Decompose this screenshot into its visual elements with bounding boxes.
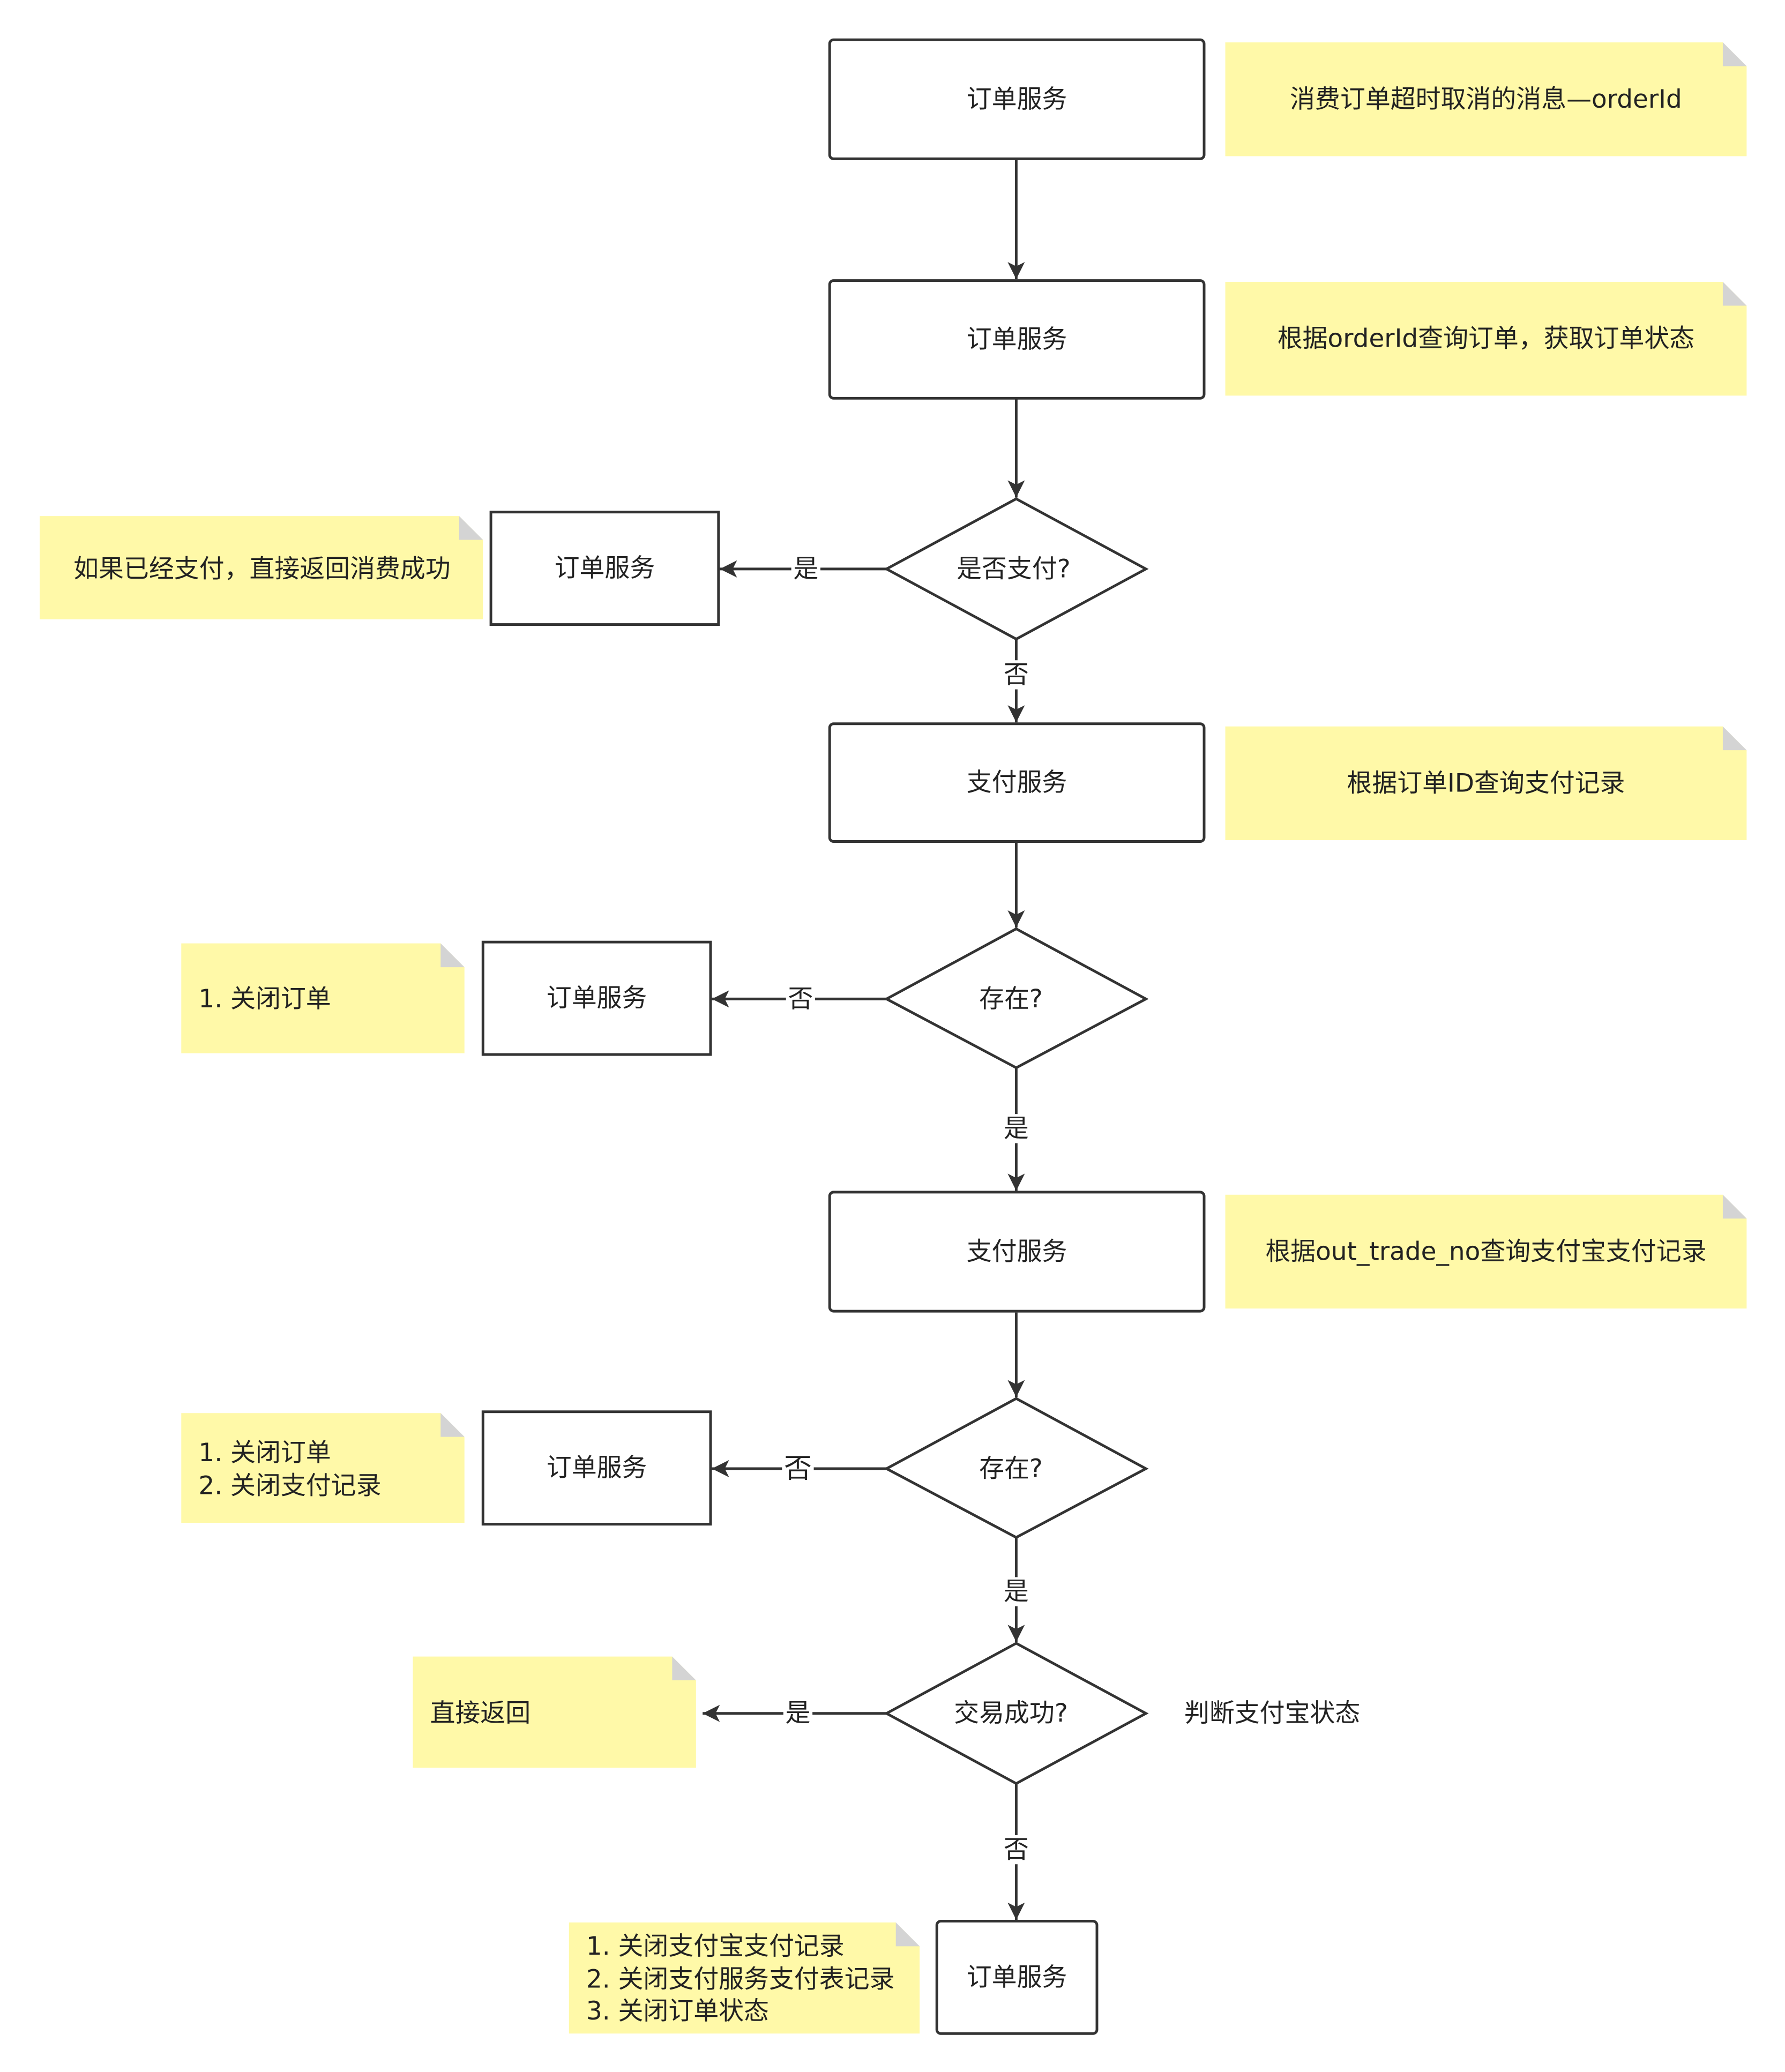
edge-label-paid-yes: 是 — [793, 554, 818, 584]
edge-label-success-yes: 是 — [785, 1699, 810, 1728]
node-payment-service-2: 支付服务 — [828, 1191, 1206, 1313]
edge-label-paid-no: 否 — [1004, 660, 1029, 690]
decision-trade-success: 交易成功? — [884, 1642, 1149, 1785]
edge-label-exists1-no: 否 — [788, 984, 813, 1014]
decision-label: 存在? — [979, 1454, 1043, 1483]
note-text: 消费订单超时取消的消息—orderId — [1290, 85, 1682, 114]
edge-label-exists2-yes: 是 — [1004, 1577, 1029, 1606]
node-label: 订单服务 — [547, 1453, 647, 1483]
node-label: 支付服务 — [967, 1237, 1067, 1266]
note-text: 1. 关闭订单 — [198, 984, 331, 1014]
node-label: 订单服务 — [967, 1963, 1067, 1992]
node-order-service-paid: 订单服务 — [489, 511, 720, 626]
decision-paid: 是否支付? — [884, 497, 1149, 641]
note-text: 如果已经支付，直接返回消费成功 — [73, 554, 451, 584]
note-close-all: 1. 关闭支付宝支付记录 2. 关闭支付服务支付表记录 3. 关闭订单状态 — [569, 1922, 920, 2034]
edge-label-exists1-yes: 是 — [1004, 1114, 1029, 1143]
node-label: 订单服务 — [967, 85, 1067, 114]
edge-label-success-no: 否 — [1004, 1835, 1029, 1865]
note-text-line: 1. 关闭订单 — [198, 1438, 331, 1468]
note-text: 根据orderId查询订单，获取订单状态 — [1278, 324, 1694, 354]
note-text: 根据out_trade_no查询支付宝支付记录 — [1265, 1237, 1706, 1266]
note-close-order-1: 1. 关闭订单 — [181, 943, 465, 1053]
edge-label-exists2-no: 否 — [784, 1453, 812, 1485]
node-order-service-not-exists-1: 订单服务 — [481, 940, 712, 1056]
note-consume-message: 消费订单超时取消的消息—orderId — [1225, 42, 1747, 156]
note-close-order-2: 1. 关闭订单 2. 关闭支付记录 — [181, 1413, 465, 1523]
note-query-alipay-record: 根据out_trade_no查询支付宝支付记录 — [1225, 1194, 1747, 1309]
note-text-line: 1. 关闭支付宝支付记录 — [586, 1932, 845, 1961]
node-label: 订单服务 — [547, 984, 647, 1013]
note-text-line: 2. 关闭支付记录 — [198, 1471, 381, 1501]
node-label: 订单服务 — [555, 553, 655, 583]
node-label: 支付服务 — [967, 768, 1067, 797]
node-order-service-2: 订单服务 — [828, 279, 1206, 400]
decision-exists-2: 存在? — [884, 1397, 1149, 1539]
note-text-line: 2. 关闭支付服务支付表记录 — [586, 1965, 895, 1994]
node-order-service-final: 订单服务 — [935, 1919, 1099, 2035]
decision-exists-1: 存在? — [884, 927, 1149, 1069]
note-return-directly: 直接返回 — [413, 1656, 696, 1768]
decision-label: 存在? — [979, 984, 1043, 1014]
node-label: 订单服务 — [967, 325, 1067, 354]
annotation-check-alipay-status: 判断支付宝状态 — [1184, 1699, 1360, 1728]
decision-label: 是否支付? — [957, 554, 1071, 584]
note-text-line: 3. 关闭订单状态 — [586, 1996, 769, 2026]
node-order-service-1: 订单服务 — [828, 38, 1206, 160]
decision-label: 交易成功? — [954, 1699, 1068, 1728]
note-text: 直接返回 — [430, 1699, 531, 1728]
note-text: 根据订单ID查询支付记录 — [1347, 768, 1625, 798]
node-order-service-not-exists-2: 订单服务 — [481, 1410, 712, 1526]
note-query-payment-record: 根据订单ID查询支付记录 — [1225, 726, 1747, 841]
node-payment-service-1: 支付服务 — [828, 722, 1206, 843]
note-query-order: 根据orderId查询订单，获取订单状态 — [1225, 282, 1747, 396]
note-already-paid: 如果已经支付，直接返回消费成功 — [40, 516, 483, 619]
